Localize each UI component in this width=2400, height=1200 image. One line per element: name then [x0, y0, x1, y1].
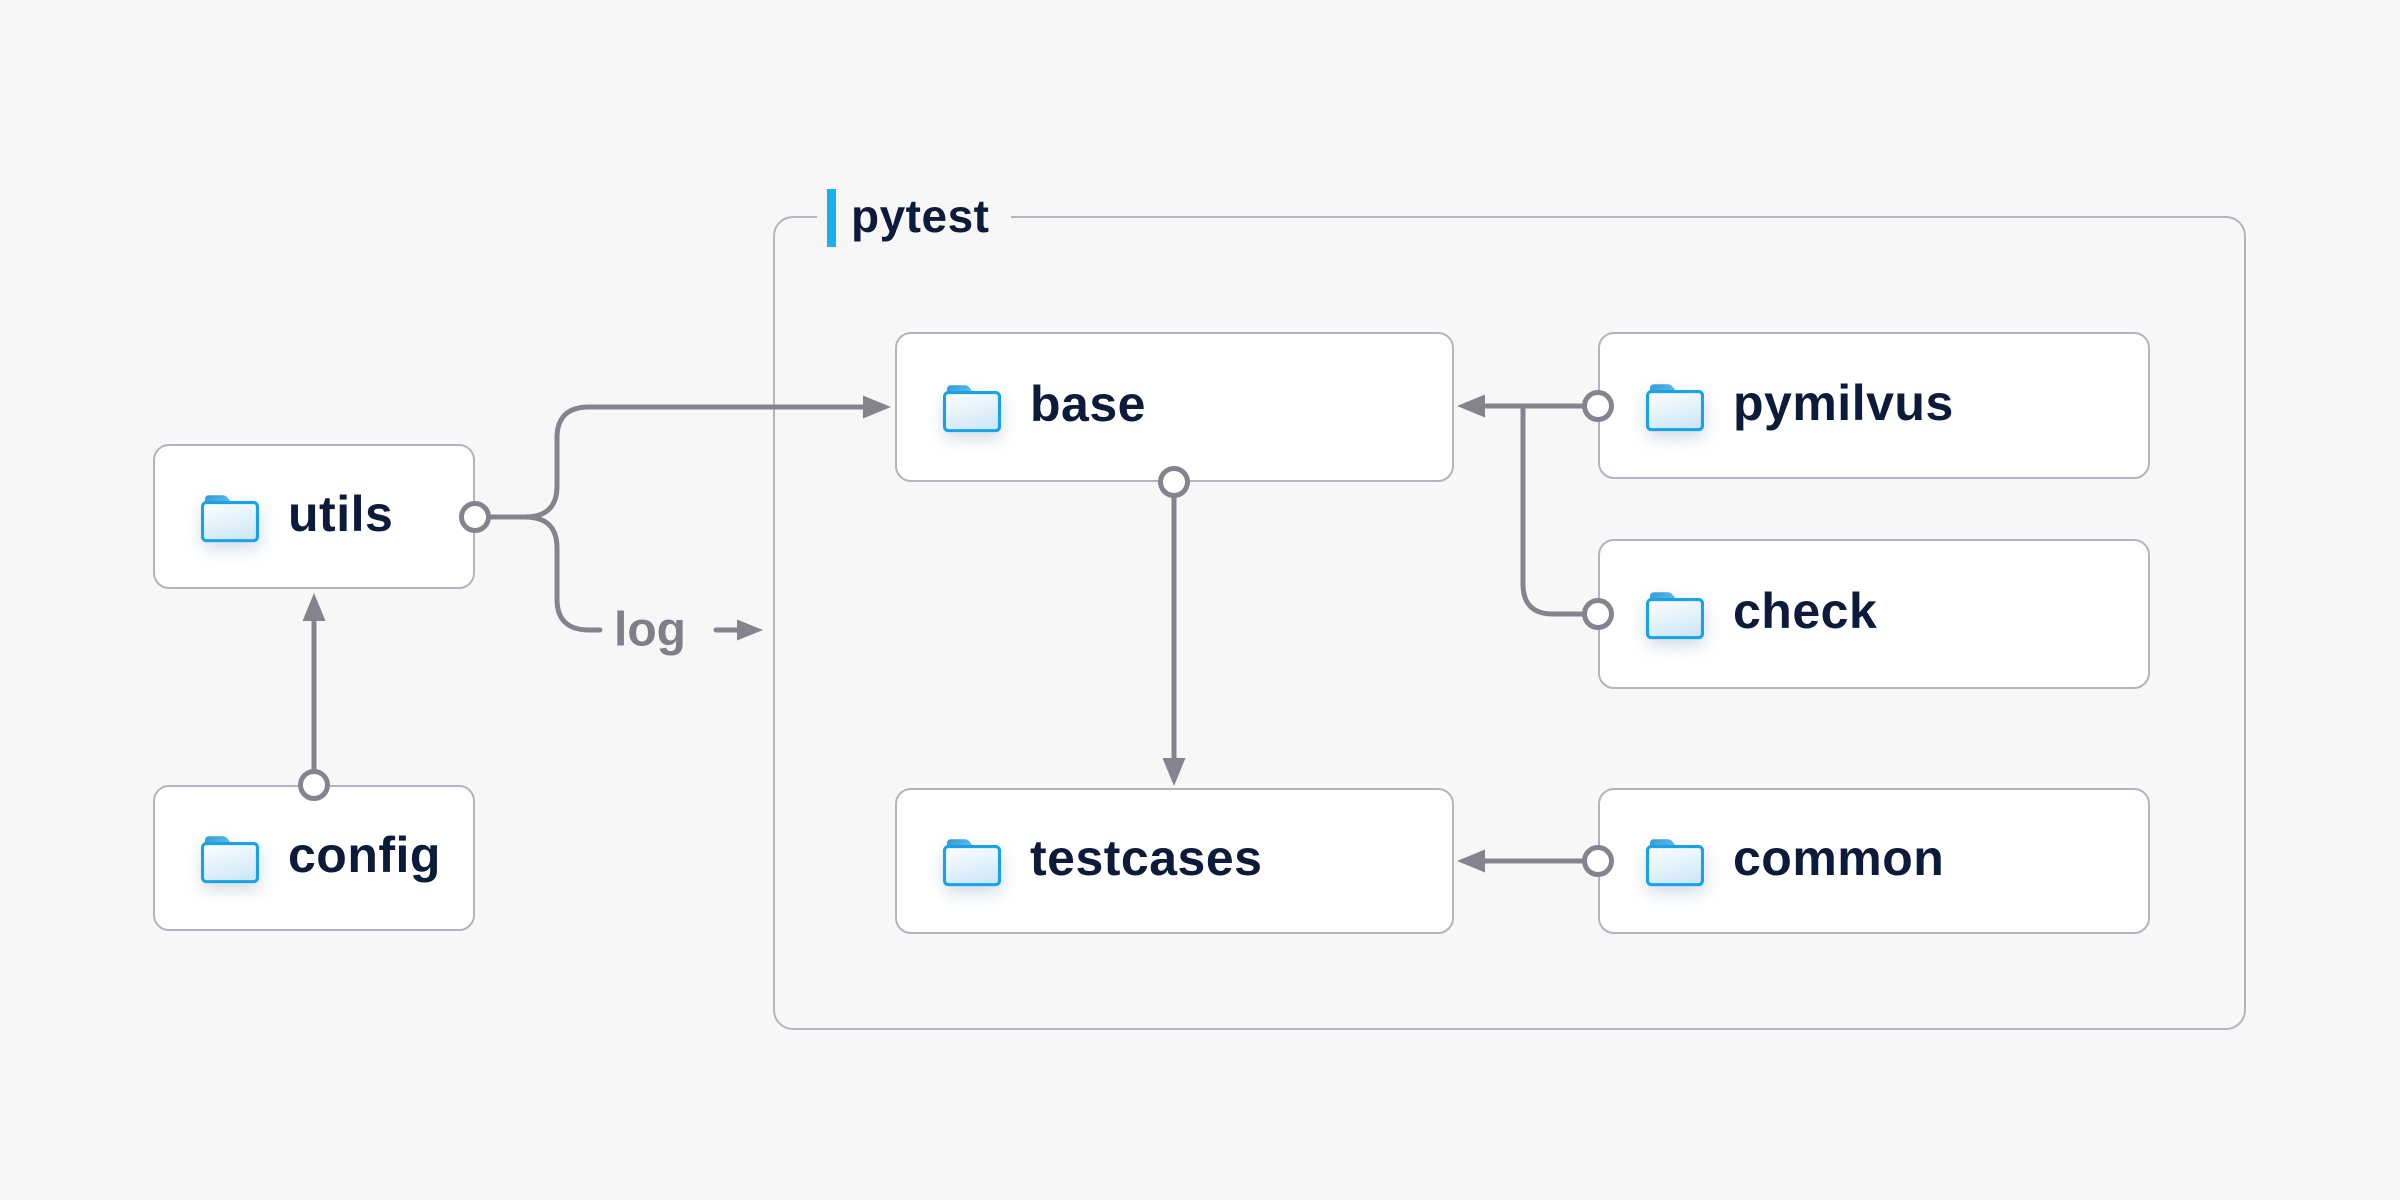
pytest-group-label: pytest [817, 186, 1012, 250]
folder-icon [200, 494, 260, 542]
folder-icon [1645, 592, 1705, 640]
edge-config-utils [302, 593, 326, 773]
node-testcases: testcases [895, 788, 1454, 934]
node-base: base [895, 332, 1454, 482]
arrow-up-icon [302, 593, 326, 621]
pytest-group: pytest [773, 186, 2246, 1030]
node-label: pymilvus [1733, 374, 1954, 431]
edge-utils-log: log [487, 514, 763, 657]
node-label: common [1733, 830, 1945, 886]
folder-icon [942, 839, 1002, 887]
folder-icon [942, 385, 1002, 433]
arrow-right-icon [737, 619, 763, 641]
node-check: check [1598, 539, 2150, 689]
pytest-group-title: pytest [851, 190, 990, 242]
node-utils: utils [153, 444, 475, 589]
node-label: config [288, 827, 441, 883]
node-config: config [153, 785, 475, 931]
node-label: check [1733, 583, 1878, 639]
node-label: utils [288, 485, 394, 542]
accent-bar [827, 189, 836, 247]
log-edge-label: log [614, 604, 686, 657]
node-label: testcases [1030, 830, 1263, 886]
node-label: base [1030, 376, 1146, 432]
node-common: common [1598, 788, 2150, 934]
node-pymilvus: pymilvus [1598, 332, 2150, 479]
folder-icon [200, 836, 260, 884]
folder-icon [1645, 839, 1705, 887]
folder-icon [1645, 383, 1705, 431]
